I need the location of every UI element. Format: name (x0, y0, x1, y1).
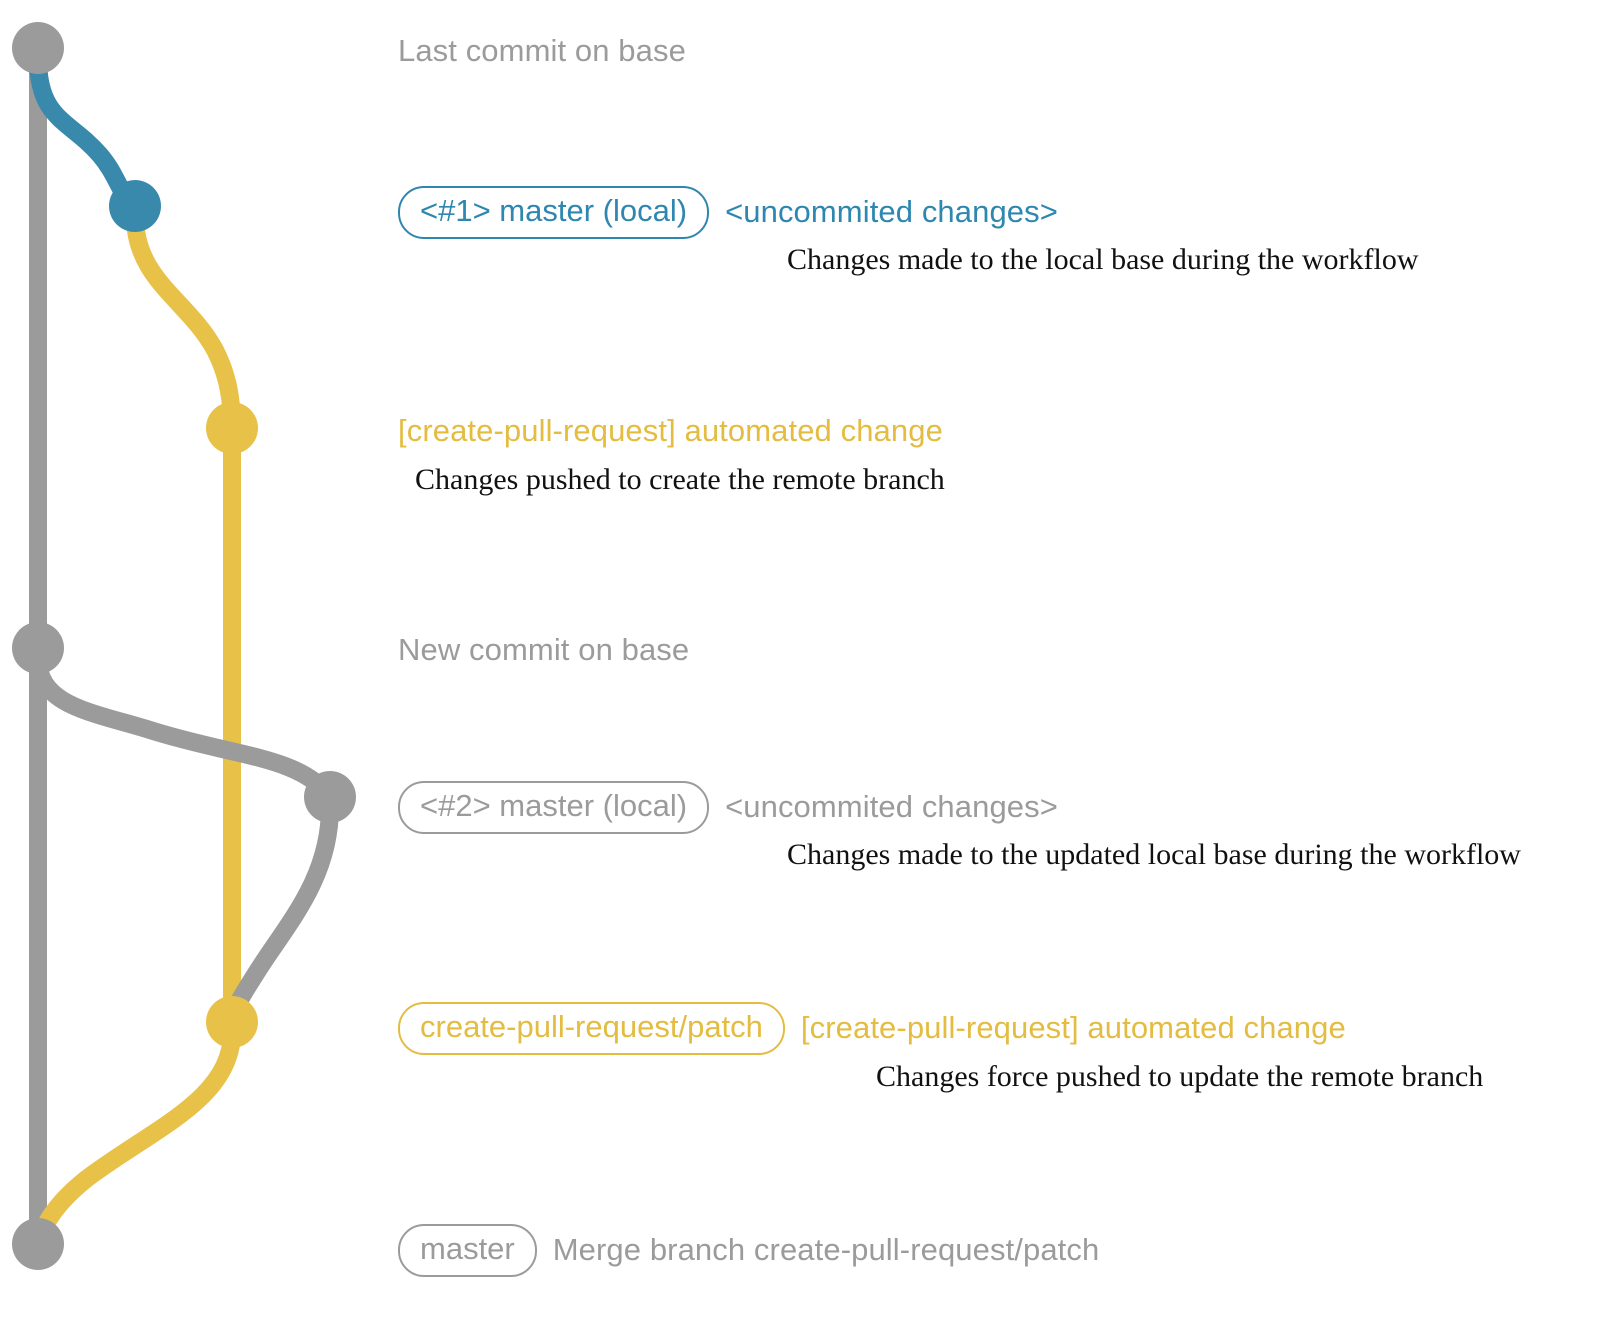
branch-line-patch-2-to-merge (29, 1023, 241, 1253)
commit-node-local-commit-1 (109, 180, 161, 232)
commit-description-automated-change-1: Changes pushed to create the remote bran… (415, 463, 945, 496)
branch-badge-create-pull-request-patch[interactable]: create-pull-request/patch (398, 1002, 785, 1055)
branch-badge-master[interactable]: master (398, 1224, 537, 1277)
commit-message-new-commit-on-base: New commit on base (398, 632, 690, 667)
branch-badge-master-local-1[interactable]: <#1> master (local) (398, 186, 710, 239)
commit-message-create-pull-request-patch: [create-pull-request] automated change (800, 1010, 1346, 1046)
commit-message-master-local-2: <uncommited changes> (725, 789, 1058, 825)
commit-row-new-commit-on-base: New commit on base (398, 632, 689, 668)
commit-row-master-local-1: <#1> master (local) <uncommited changes> (398, 186, 1058, 239)
commit-description-master-local-1: Changes made to the local base during th… (787, 243, 1419, 276)
commit-row-last-commit-on-base: Last commit on base (398, 33, 686, 69)
commit-node-base-top (12, 22, 64, 74)
commit-description-master-local-2: Changes made to the updated local base d… (787, 838, 1521, 871)
commit-row-master-merge: master Merge branch create-pull-request/… (398, 1224, 1099, 1277)
commit-description-create-pull-request-patch: Changes force pushed to update the remot… (876, 1060, 1484, 1093)
commit-node-base-new (12, 622, 64, 674)
commit-row-master-local-2: <#2> master (local) <uncommited changes> (398, 781, 1058, 834)
commit-node-local-commit-2 (304, 771, 356, 823)
commit-message-automated-change-1: [create-pull-request] automated change (398, 413, 943, 448)
branch-badge-master-local-2[interactable]: <#2> master (local) (398, 781, 710, 834)
commit-row-create-pull-request-patch: create-pull-request/patch [create-pull-r… (398, 1002, 1346, 1055)
branch-line-local-1-to-patch-1 (126, 207, 241, 437)
commit-message-master-local-1: <uncommited changes> (725, 194, 1058, 230)
commit-node-base-merge (12, 1218, 64, 1270)
commit-message-master-merge: Merge branch create-pull-request/patch (552, 1232, 1100, 1268)
commit-message-last-commit-on-base: Last commit on base (398, 33, 686, 68)
commit-row-automated-change-1: [create-pull-request] automated change (398, 413, 943, 449)
commit-node-patch-commit-1 (206, 402, 258, 454)
branch-line-base-new-to-local-2 (29, 649, 339, 806)
commit-node-patch-commit-2 (206, 996, 258, 1048)
